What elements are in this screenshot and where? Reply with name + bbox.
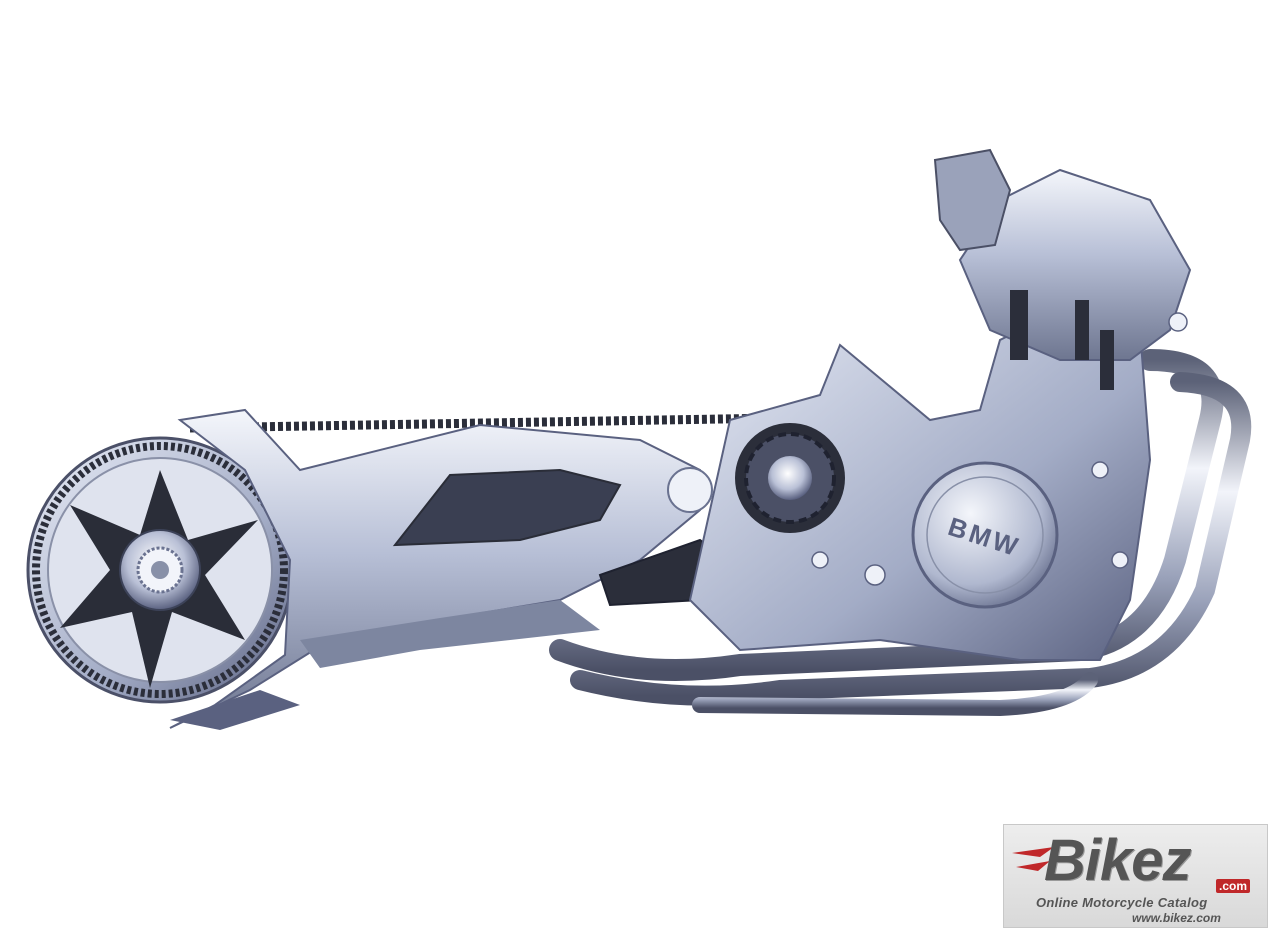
- exhaust-headers: [549, 349, 1252, 717]
- wheel-hub: [60, 470, 258, 688]
- bikez-logo-swoosh-icon: [1012, 847, 1054, 871]
- watermark-url: www.bikez.com: [1132, 911, 1221, 925]
- bikez-watermark: Bikez .com Online Motorcycle Catalog www…: [1003, 824, 1268, 928]
- clutch-cover: [911, 461, 1059, 609]
- watermark-dotcom: .com: [1216, 879, 1251, 893]
- drive-belt: [189, 413, 781, 433]
- watermark-brand: Bikez: [1044, 828, 1192, 893]
- watermark-tagline: Online Motorcycle Catalog: [1036, 895, 1208, 910]
- output-sprocket: [667, 423, 845, 533]
- swingarm: [169, 408, 701, 730]
- cover-bolts: [811, 312, 1188, 586]
